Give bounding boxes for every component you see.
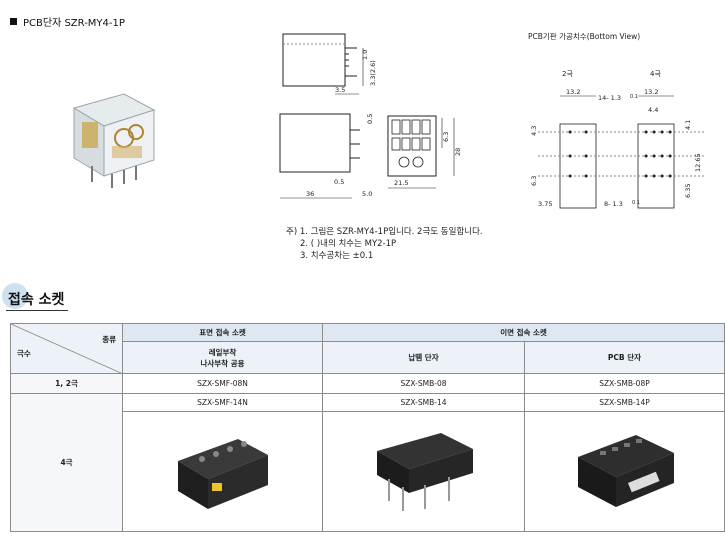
pcb-view-title: PCB기판 가공치수(Bottom View) — [528, 32, 641, 41]
subheader-rail-line2: 나사부착 공용 — [200, 358, 245, 368]
dim-4-4: 4.4 — [648, 106, 658, 114]
subheader-pcb: PCB 단자 — [524, 341, 725, 374]
dim-tol-top: 0.1 — [630, 94, 638, 100]
cell-szx-smb-08p: SZX-SMB-08P — [524, 373, 725, 394]
dim-6-3-pcb: 6.3 — [530, 176, 538, 186]
socket-photo-smf-14n — [177, 438, 268, 509]
dim-1-0: 1.0 — [361, 50, 369, 60]
pcb-bottom-view-drawing: 2극 4극 13.2 14- 1.3 0.1 13.2 4.4 4.3 4.1 … — [530, 70, 704, 209]
photo-cell-smb-14 — [322, 411, 525, 532]
cell-szx-smb-14: SZX-SMB-14 — [322, 393, 525, 412]
product-title-text: PCB단자 SZR-MY4-1P — [23, 18, 125, 29]
header-back-socket: 이면 접속 소켓 — [322, 323, 725, 342]
cell-szx-smf-14n: SZX-SMF-14N — [122, 393, 323, 412]
dim-8-holes: 8- 1.3 — [604, 200, 623, 208]
subheader-rail-screw: 레일부착 나사부착 공용 — [122, 341, 323, 374]
corner-label-type: 종류 — [102, 335, 116, 344]
corner-label-poles: 극수 — [17, 349, 31, 358]
drawing-notes: 주) 1. 그림은 SZR-MY4-1P입니다. 2극도 동일합니다. 2. (… — [286, 226, 483, 262]
dim-6-3: 6.3 — [442, 132, 450, 142]
cell-szx-smb-08: SZX-SMB-08 — [322, 373, 525, 394]
dim-21-5: 21.5 — [394, 179, 408, 187]
socket-photo-smb-14 — [376, 432, 473, 511]
dim-3-5: 3.5 — [335, 86, 345, 94]
dim-4-3: 4.3 — [530, 126, 538, 136]
dim-0-5-bottom: 0.5 — [334, 178, 344, 186]
row-poles-1-2: 1, 2극 — [10, 373, 123, 394]
dim-13-2-left: 13.2 — [566, 88, 580, 96]
dim-6-35: 6.35 — [684, 184, 692, 198]
section-title: 접속 소켓 — [2, 283, 68, 311]
dim-13-2-right: 13.2 — [644, 88, 658, 96]
relay-photo — [72, 93, 156, 188]
cell-szx-smf-08n: SZX-SMF-08N — [122, 373, 323, 394]
cell-szx-smb-14p: SZX-SMB-14P — [524, 393, 725, 412]
label-4-pole: 4극 — [650, 70, 661, 78]
dim-3-3: 3.3(2.6) — [369, 60, 377, 86]
dim-0-5-top: 0.5 — [366, 114, 374, 124]
product-title: PCB단자 SZR-MY4-1P — [10, 14, 125, 29]
label-2-pole: 2극 — [562, 70, 573, 78]
photo-cell-smf-14n — [122, 411, 323, 532]
side-view-drawing: 1.0 3.3(2.6) 3.5 — [282, 33, 377, 95]
header-front-socket: 표면 접속 소켓 — [122, 323, 323, 342]
dim-3-75: 3.75 — [538, 200, 552, 208]
subheader-solder: 납땜 단자 — [322, 341, 525, 374]
socket-table: 종류 극수 표면 접속 소켓 이면 접속 소켓 레일부착 나사부착 공용 납땜 … — [10, 323, 725, 532]
table-corner-cell: 종류 극수 — [10, 323, 123, 374]
section-title-text: 접속 소켓 — [8, 292, 65, 308]
dim-12-65: 12.65 — [694, 153, 702, 172]
socket-photo-smb-14p — [577, 434, 674, 507]
bullet-square-icon — [10, 18, 17, 25]
photo-cell-smb-14p — [524, 411, 725, 532]
front-view-drawing: 0.5 6.3 28 21.5 36 0.5 5.0 — [279, 113, 462, 199]
note-2: 2. ( )내의 치수는 MY2-1P — [300, 239, 397, 249]
dim-4-1: 4.1 — [684, 120, 692, 130]
dim-36: 36 — [306, 190, 314, 198]
row-poles-4: 4극 — [10, 393, 123, 532]
corner-diagonal-line — [11, 324, 123, 374]
dim-28: 28 — [454, 148, 462, 156]
dim-14-holes: 14- 1.3 — [598, 94, 621, 102]
dim-5-0: 5.0 — [362, 190, 372, 198]
note-1: 주) 1. 그림은 SZR-MY4-1P입니다. 2극도 동일합니다. — [286, 227, 483, 237]
section-title-underline — [6, 310, 68, 311]
subheader-rail-line1: 레일부착 — [208, 347, 237, 357]
dim-tol-bottom: 0.1 — [632, 200, 640, 206]
note-3: 3. 치수공차는 ±0.1 — [300, 251, 374, 261]
